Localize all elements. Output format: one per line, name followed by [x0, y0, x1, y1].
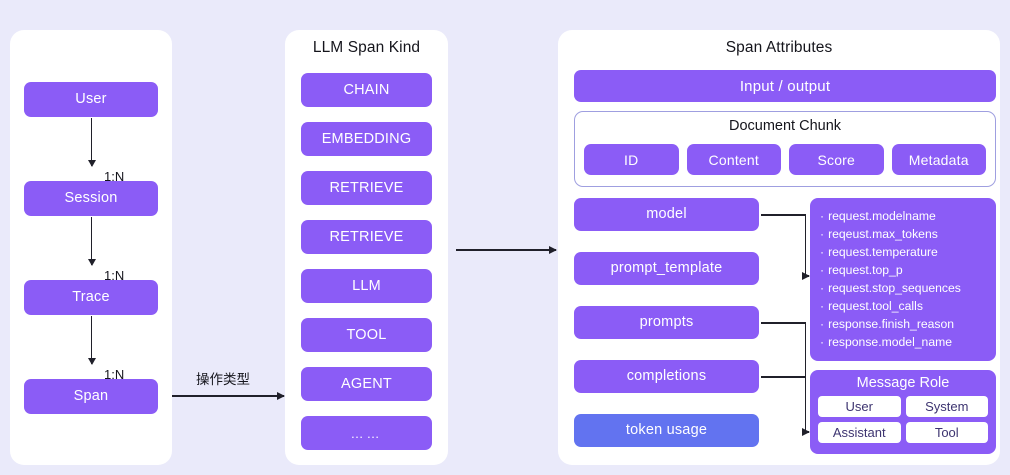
entity-node-span[interactable]: Span: [24, 379, 158, 414]
entity-edge-label-0: 1:N: [104, 169, 125, 184]
span-kind-item-llm[interactable]: LLM: [301, 269, 432, 303]
document-chunk-field-score[interactable]: Score: [789, 144, 884, 175]
attribute-prompt-template[interactable]: prompt_template: [574, 252, 759, 285]
attribute-list-item: response.finish_reason: [820, 315, 996, 333]
span-kind-item-retrieve-2[interactable]: RETRIEVE: [301, 220, 432, 254]
message-role-title: Message Role: [856, 375, 950, 391]
document-chunk-field-content[interactable]: Content: [686, 144, 781, 175]
span-kind-panel-title: LLM Span Kind: [312, 39, 421, 56]
attribute-list-item: request.top_p: [820, 261, 996, 279]
message-role-assistant[interactable]: Assistant: [818, 422, 901, 443]
attribute-token-usage[interactable]: token usage: [574, 414, 759, 447]
attribute-list-item: response.model_name: [820, 333, 996, 351]
message-role-grid: User System Assistant Tool: [818, 396, 988, 443]
document-chunk-field-id[interactable]: ID: [584, 144, 679, 175]
attribute-list-item: request.modelname: [820, 207, 996, 225]
span-kind-item-chain[interactable]: CHAIN: [301, 73, 432, 107]
attribute-prompts[interactable]: prompts: [574, 306, 759, 339]
attribute-list-item: request.tool_calls: [820, 297, 996, 315]
span-attributes-panel-title: Span Attributes: [725, 39, 833, 56]
span-kind-item-retrieve-1[interactable]: RETRIEVE: [301, 171, 432, 205]
attribute-input-output[interactable]: Input / output: [574, 70, 996, 102]
span-attributes-panel: Span Attributes Input / output Document …: [558, 30, 1000, 465]
span-kind-item-more[interactable]: ……: [301, 416, 432, 450]
attribute-list-item: request.temperature: [820, 243, 996, 261]
message-role-user[interactable]: User: [818, 396, 901, 417]
connector-model-arrowhead: [802, 271, 810, 280]
span-kind-item-tool[interactable]: TOOL: [301, 318, 432, 352]
connector-model-v: [804, 214, 806, 276]
connector-prompts-h: [761, 322, 806, 324]
request-response-attribute-list: request.modelname reqeust.max_tokens req…: [810, 198, 996, 361]
entity-node-user[interactable]: User: [24, 82, 158, 117]
connector-model-h1: [761, 214, 806, 216]
span-kind-item-embedding[interactable]: EMBEDDING: [301, 122, 432, 156]
arrow-span-kind-to-attributes: [456, 246, 557, 253]
message-role-tool[interactable]: Tool: [905, 422, 988, 443]
arrow-span-to-span-kind: [172, 392, 285, 399]
attribute-completions[interactable]: completions: [574, 360, 759, 393]
attribute-list-item: reqeust.max_tokens: [820, 225, 996, 243]
document-chunk-field-metadata[interactable]: Metadata: [891, 144, 986, 175]
connector-messages-v: [804, 322, 806, 432]
message-role-system[interactable]: System: [905, 396, 988, 417]
document-chunk-title: Document Chunk: [728, 118, 842, 134]
message-role-group: Message Role User System Assistant Tool: [810, 370, 996, 454]
span-kind-panel: LLM Span Kind CHAIN EMBEDDING RETRIEVE R…: [285, 30, 448, 465]
entity-arrow-trace-span: [87, 316, 96, 365]
attribute-list-item: request.stop_sequences: [820, 279, 996, 297]
entity-node-session[interactable]: Session: [24, 181, 158, 216]
document-chunk-group: Document Chunk ID Content Score Metadata: [574, 111, 996, 187]
connector-completions-h: [761, 376, 806, 378]
arrow-label-operation-type: 操作类型: [196, 372, 250, 387]
entity-hierarchy-panel: User 1:N Session 1:N Trace 1:N Span: [10, 30, 172, 465]
entity-node-trace[interactable]: Trace: [24, 280, 158, 315]
entity-edge-label-1: 1:N: [104, 268, 125, 283]
entity-edge-label-2: 1:N: [104, 367, 125, 382]
attribute-model[interactable]: model: [574, 198, 759, 231]
connector-messages-arrowhead: [802, 427, 810, 436]
document-chunk-fields: ID Content Score Metadata: [584, 144, 986, 175]
span-kind-item-agent[interactable]: AGENT: [301, 367, 432, 401]
entity-arrow-user-session: [87, 118, 96, 167]
entity-arrow-session-trace: [87, 217, 96, 266]
